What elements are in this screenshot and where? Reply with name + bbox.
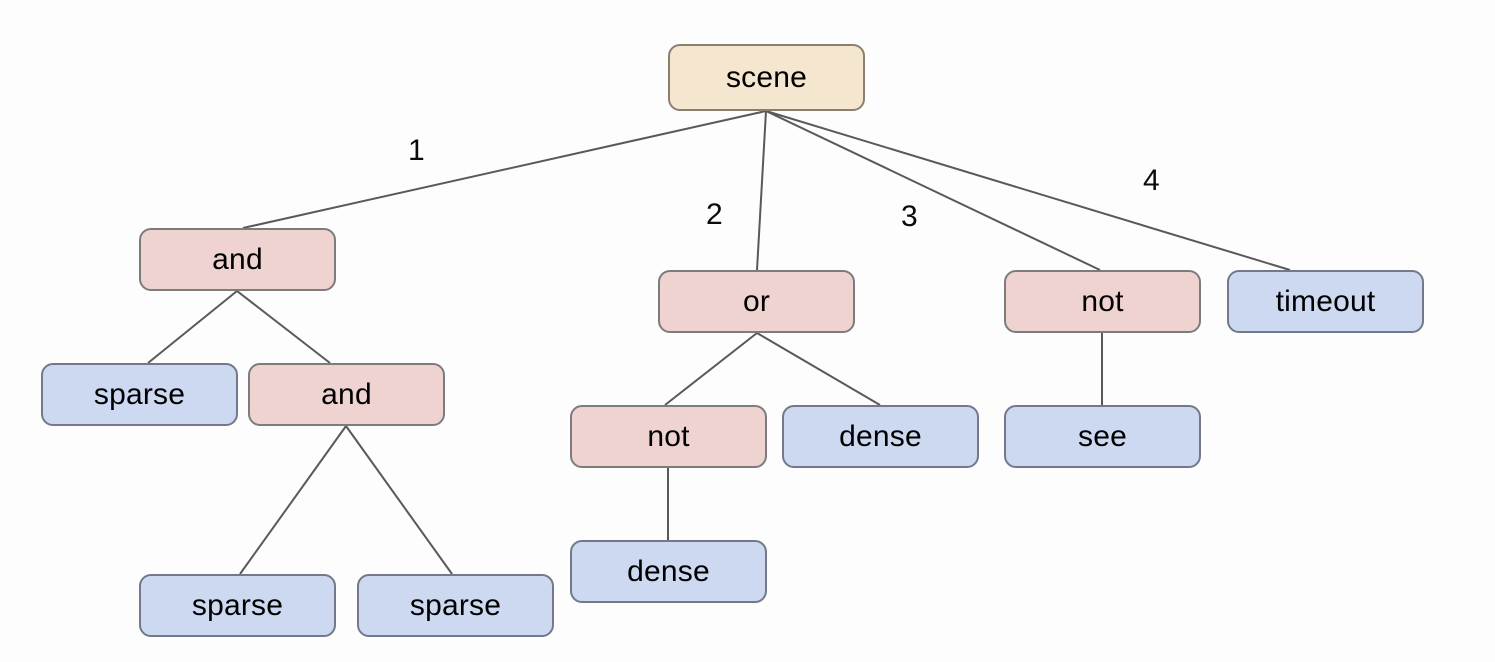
tree-node-label: sparse [409, 588, 502, 622]
edge-label-4: 4 [1143, 164, 1160, 197]
tree-node-sparse1[interactable]: sparse [41, 363, 238, 426]
tree-edge-or1-to-not2 [664, 332, 758, 406]
tree-node-label: see [1078, 419, 1127, 453]
tree-node-label: and [321, 377, 372, 411]
tree-edge-and2-to-sparse3 [345, 425, 453, 575]
tree-node-not2[interactable]: not [570, 405, 767, 468]
tree-edge-or1-to-dense1 [756, 332, 881, 406]
edge-label-1: 1 [408, 134, 425, 167]
tree-edge-and2-to-sparse2 [239, 425, 347, 575]
tree-edge-scene-to-timeout [765, 110, 1291, 271]
tree-node-or1[interactable]: or [658, 270, 855, 333]
tree-node-scene[interactable]: scene [668, 44, 865, 111]
tree-node-sparse3[interactable]: sparse [357, 574, 554, 637]
tree-node-label: not [647, 419, 690, 453]
tree-node-and1[interactable]: and [139, 228, 336, 291]
tree-node-see[interactable]: see [1004, 405, 1201, 468]
tree-node-label: dense [839, 419, 922, 453]
tree-node-label: or [742, 284, 771, 318]
edge-label-3: 3 [901, 200, 918, 233]
tree-node-not1[interactable]: not [1004, 270, 1201, 333]
tree-edge-scene-to-not1 [765, 110, 1101, 271]
tree-edge-and1-to-sparse1 [147, 290, 238, 364]
tree-node-label: scene [725, 60, 808, 94]
tree-node-label: dense [627, 554, 710, 588]
tree-node-label: and [212, 242, 263, 276]
edge-label-2: 2 [706, 198, 723, 231]
tree-node-label: timeout [1275, 284, 1376, 318]
tree-node-label: sparse [191, 588, 284, 622]
tree-node-sparse2[interactable]: sparse [139, 574, 336, 637]
tree-edge-scene-to-and1 [242, 110, 767, 229]
tree-node-label: not [1081, 284, 1124, 318]
tree-edge-and1-to-and2 [236, 290, 331, 364]
tree-node-dense2[interactable]: dense [570, 540, 767, 603]
tree-edge-scene-to-or1 [756, 110, 767, 271]
tree-node-timeout[interactable]: timeout [1227, 270, 1424, 333]
tree-node-label: sparse [93, 377, 186, 411]
tree-node-dense1[interactable]: dense [782, 405, 979, 468]
tree-node-and2[interactable]: and [248, 363, 445, 426]
